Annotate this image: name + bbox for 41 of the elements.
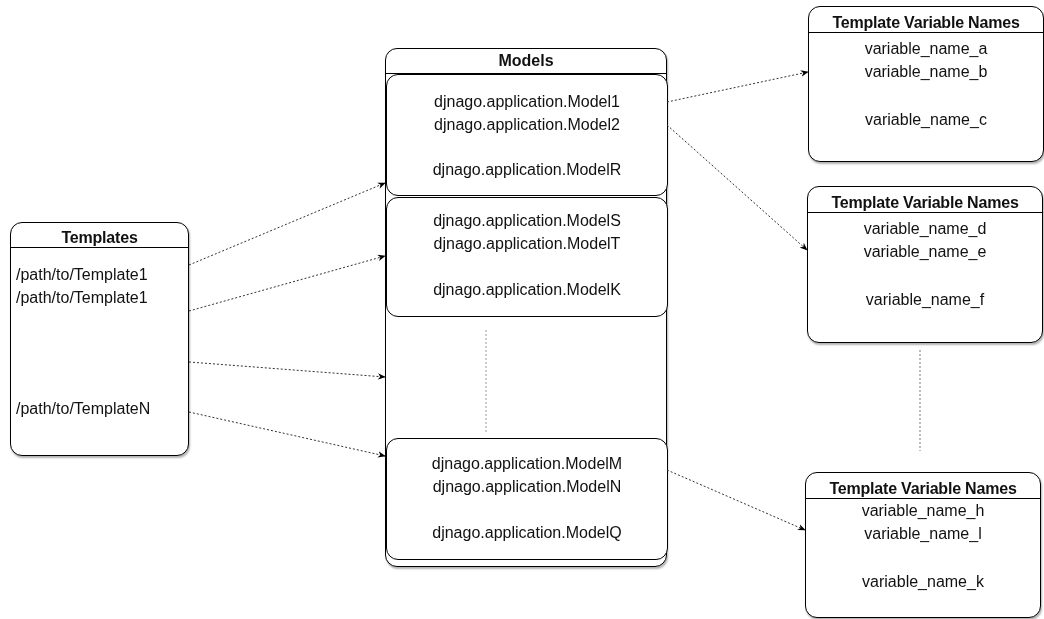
model-name: djnago.application.ModelN xyxy=(432,477,622,497)
variable-name: variable_name_e xyxy=(863,242,987,262)
list-box xyxy=(805,472,1041,618)
template-path: /path/to/Template1 xyxy=(16,288,148,308)
variable-name: variable_name_l xyxy=(864,524,982,544)
model-name: djnago.application.ModelM xyxy=(431,454,623,474)
list-box xyxy=(807,186,1043,343)
box-title: Template Variable Names xyxy=(832,14,1020,32)
variable-name: variable_name_d xyxy=(863,219,987,239)
list-box xyxy=(10,222,189,456)
dotted-arrow xyxy=(666,124,808,251)
variable-name: variable_name_a xyxy=(864,39,988,59)
template-path: /path/to/TemplateN xyxy=(16,399,151,419)
template-path: /path/to/Template1 xyxy=(16,265,148,285)
dotted-arrow xyxy=(666,469,806,531)
box-title: Template Variable Names xyxy=(831,194,1019,212)
model-name: djnago.application.Model1 xyxy=(434,92,620,112)
model-group-box xyxy=(386,197,668,317)
model-group-box xyxy=(386,74,668,196)
dotted-arrow xyxy=(188,254,386,312)
dotted-arrow xyxy=(188,361,386,380)
variable-name: variable_name_c xyxy=(865,110,987,130)
dotted-arrow xyxy=(666,70,809,103)
variable-name: variable_name_k xyxy=(862,572,984,592)
dotted-arrow xyxy=(188,411,386,458)
model-name: djnago.application.ModelS xyxy=(433,211,621,231)
container-title: Models xyxy=(498,53,554,69)
model-name: djnago.application.ModelQ xyxy=(432,523,622,543)
box-title: Templates xyxy=(61,229,138,247)
model-group-box xyxy=(386,438,668,560)
dotted-arrow xyxy=(188,182,386,266)
model-name: djnago.application.ModelR xyxy=(432,160,622,180)
model-name: djnago.application.ModelT xyxy=(433,234,621,254)
model-name: djnago.application.ModelK xyxy=(433,280,621,300)
variable-name: variable_name_f xyxy=(865,290,985,310)
box-title: Template Variable Names xyxy=(829,480,1017,498)
list-box xyxy=(808,6,1044,162)
container-box xyxy=(385,48,667,567)
variable-name: variable_name_b xyxy=(864,62,988,82)
model-name: djnago.application.Model2 xyxy=(434,115,620,135)
variable-name: variable_name_h xyxy=(861,501,985,521)
